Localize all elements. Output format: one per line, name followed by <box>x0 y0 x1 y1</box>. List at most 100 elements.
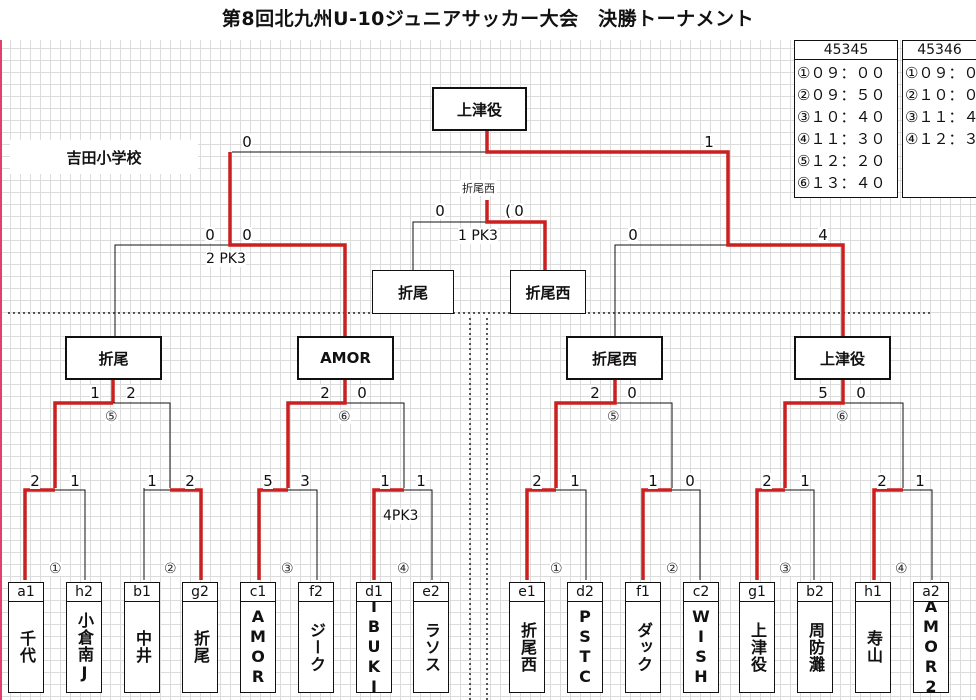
team-code: e1 <box>509 582 545 602</box>
qf-score: 0 <box>357 384 367 402</box>
team-name-box: 小倉南J <box>66 601 102 693</box>
semi-left-branch <box>114 244 230 340</box>
qf3-right-branch <box>615 402 673 488</box>
team-name-box: 中井 <box>124 601 160 693</box>
r1-8-loser <box>903 489 933 580</box>
r1-1-winner-path <box>23 488 55 580</box>
r1-score: 1 <box>380 472 390 490</box>
third-place-winner-path <box>485 200 547 270</box>
team-name: 中井 <box>133 630 152 664</box>
semi-right-branch <box>614 244 728 340</box>
qf-score: 0 <box>627 384 637 402</box>
r1-pk: 4PK3 <box>383 508 419 524</box>
r1-score: 2 <box>30 472 40 490</box>
team-name: 千代 <box>17 630 36 664</box>
sidebar-edge-line <box>0 40 2 700</box>
schedule-slot: ⑤１２：２０ <box>797 152 886 170</box>
r1-4-loser <box>404 489 433 580</box>
team-name: 折尾西 <box>518 621 537 673</box>
team-code: b1 <box>124 582 160 602</box>
qf3-winner-path <box>554 380 617 488</box>
team-name-box: 上津役 <box>739 601 775 693</box>
team-name-box: WISH <box>683 601 719 693</box>
r1-score: 2 <box>185 472 195 490</box>
final-right-score: 1 <box>704 133 714 151</box>
r1-4-winner-path <box>372 488 404 580</box>
team-code: e2 <box>413 582 449 602</box>
r1-slot: ② <box>666 561 679 577</box>
team-code: h1 <box>855 582 891 602</box>
qf2-winner-path <box>286 380 347 488</box>
r1-3-winner-path <box>257 488 288 580</box>
note-school-name: 吉田小学校 <box>10 140 198 174</box>
qf-score: 2 <box>126 384 136 402</box>
schedule-slot: ②１０：０ <box>905 86 976 104</box>
qf-winner-box: AMOR <box>297 336 394 380</box>
third-place-mark: ( <box>505 202 511 220</box>
page-title: 第8回北九州U-10ジュニアサッカー大会 決勝トーナメント <box>221 8 755 30</box>
qf-score: 2 <box>590 384 600 402</box>
r1-6-winner-path <box>641 488 672 580</box>
schedule-slot: ①０９：０ <box>905 64 976 82</box>
team-code: a2 <box>913 582 949 602</box>
team-code: f2 <box>298 582 334 602</box>
team-name-box: AMOR <box>240 601 276 693</box>
r1-score: 5 <box>263 472 273 490</box>
team-name: IBUKI <box>364 601 384 693</box>
schedule-table-day1: 45345 ①０９：００ ②０９：５０ ③１０：４０ ④１１：３０ ⑤１２：２０… <box>794 40 898 198</box>
team-code: a1 <box>8 582 44 602</box>
team-name-box: 折尾西 <box>509 601 545 693</box>
qf-score: 5 <box>818 384 828 402</box>
team-code: g2 <box>182 582 218 602</box>
final-winner-box: 上津役 <box>432 87 527 131</box>
schedule-slot: ④１１：３０ <box>797 130 886 148</box>
r1-score: 1 <box>570 472 580 490</box>
qf-winner-box: 折尾西 <box>566 336 663 380</box>
team-name-box: AMOR2 <box>913 601 949 693</box>
third-place-right-team: 折尾西 <box>510 270 586 314</box>
team-name-box: ジーク <box>298 601 334 693</box>
qf-score: 0 <box>856 384 866 402</box>
team-name: WISH <box>691 607 711 687</box>
team-name-box: PSTC <box>567 601 603 693</box>
team-name-box: ラソス <box>413 601 449 693</box>
r1-2-winner-path <box>170 488 203 580</box>
qf-winner-box: 折尾 <box>65 336 162 380</box>
r1-score: 0 <box>685 472 695 490</box>
r1-slot: ① <box>49 561 62 577</box>
schedule-slot: ④１２：３ <box>905 130 976 148</box>
team-code: b2 <box>797 582 833 602</box>
team-name: ジーク <box>307 621 326 673</box>
team-name-box: 千代 <box>8 601 44 693</box>
team-name: 寿山 <box>864 630 883 664</box>
team-code: f1 <box>625 582 661 602</box>
qf1-right-branch <box>113 402 171 488</box>
r1-score: 1 <box>147 472 157 490</box>
r1-5-loser <box>556 489 587 580</box>
r1-score: 1 <box>416 472 426 490</box>
team-name: 周防灘 <box>806 621 825 673</box>
qf-slot: ⑤ <box>607 409 620 425</box>
r1-score: 2 <box>532 472 542 490</box>
semi-right-score-2: 4 <box>818 226 828 244</box>
r1-slot: ④ <box>895 561 908 577</box>
team-name-box: IBUKI <box>356 601 392 693</box>
r1-7-loser <box>785 489 815 580</box>
r1-7-winner-path <box>755 488 785 580</box>
third-place-winner-label: 折尾西 <box>460 180 497 196</box>
qf-score: 2 <box>320 384 330 402</box>
qf-winner-box: 上津役 <box>794 336 891 380</box>
third-place-pk: 1 PK3 <box>458 228 498 244</box>
r1-score: 2 <box>762 472 772 490</box>
semi-right-score-1: 0 <box>628 226 638 244</box>
title-band <box>0 0 976 40</box>
third-place-left-score: 0 <box>435 202 445 220</box>
r1-score: 1 <box>800 472 810 490</box>
r1-slot: ① <box>550 561 563 577</box>
team-name: 折尾 <box>191 630 210 664</box>
team-name: ラソス <box>422 621 441 673</box>
schedule-date: 45345 <box>794 40 898 60</box>
team-code: d2 <box>567 582 603 602</box>
qf-slot: ⑥ <box>836 409 849 425</box>
